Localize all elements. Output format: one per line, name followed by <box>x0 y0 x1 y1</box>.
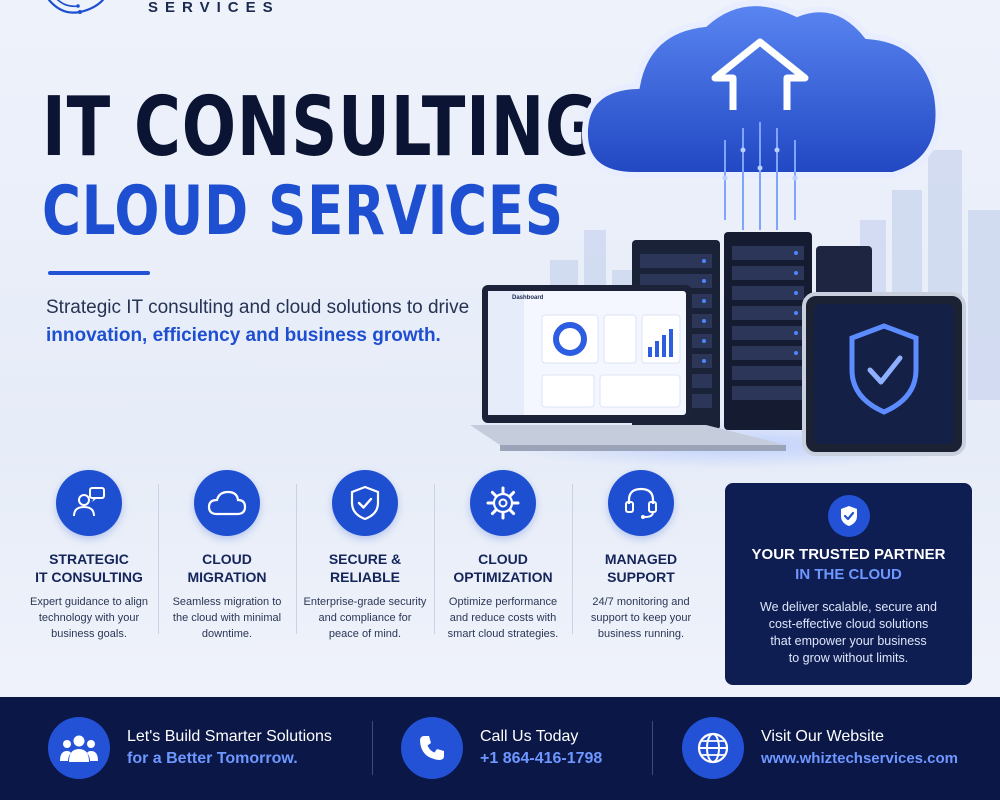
services-row: STRATEGIC IT CONSULTING Expert guidance … <box>20 470 710 660</box>
service-title: STRATEGIC IT CONSULTING <box>35 551 143 585</box>
headline-divider <box>48 271 150 275</box>
shield-check-icon <box>827 495 870 537</box>
globe-icon <box>682 717 744 779</box>
call-label: Call Us Today <box>480 728 579 745</box>
footer-divider <box>652 721 653 775</box>
service-description: 24/7 monitoring and support to keep your… <box>590 596 692 640</box>
laptop-illustration: Dashboard <box>470 285 790 455</box>
footer-call[interactable]: Call Us Today +1 864-416-1798 <box>401 717 602 779</box>
service-description: Expert guidance to align technology with… <box>29 596 149 640</box>
phone-icon <box>401 717 463 779</box>
service-title: SECURE & RELIABLE <box>328 551 402 585</box>
team-icon <box>48 717 110 779</box>
service-description: Optimize performance and reduce costs wi… <box>447 596 559 640</box>
circuit-swirl-logo-icon <box>47 0 105 14</box>
service-managed-support: MANAGED SUPPORT 24/7 monitoring and supp… <box>572 470 710 660</box>
service-description: Seamless migration to the cloud with min… <box>172 596 282 640</box>
cloud-illustration <box>581 0 942 230</box>
cloud-upload-arrow-icon <box>715 44 775 104</box>
headline-line-1: IT CONSULTING <box>42 80 599 175</box>
partner-title-line-2: IN THE CLOUD <box>795 566 902 583</box>
brand: SERVICES <box>40 0 280 20</box>
footer-divider <box>372 721 373 775</box>
intro-plain: Strategic IT consulting and cloud soluti… <box>46 297 470 318</box>
service-title: MANAGED SUPPORT <box>604 551 678 585</box>
tablet-illustration <box>802 292 966 456</box>
website-link[interactable]: www.whiztechservices.com <box>761 750 959 767</box>
service-cloud-migration: CLOUD MIGRATION Seamless migration to th… <box>158 470 296 660</box>
service-cloud-optimization: CLOUD OPTIMIZATION Optimize performance … <box>434 470 572 660</box>
tagline-line-1: Let's Build Smarter Solutions <box>127 728 332 745</box>
footer-tagline: Let's Build Smarter Solutions for a Bett… <box>48 717 332 779</box>
brand-subtitle: SERVICES <box>148 0 280 16</box>
phone-link[interactable]: +1 864-416-1798 <box>480 750 603 767</box>
partner-title-line-1: YOUR TRUSTED PARTNER <box>751 546 946 563</box>
service-title: CLOUD OPTIMIZATION <box>453 551 553 585</box>
laptop-screen-title: Dashboard <box>512 295 544 301</box>
partner-title: YOUR TRUSTED PARTNER IN THE CLOUD <box>725 545 972 585</box>
website-label: Visit Our Website <box>761 728 885 745</box>
partner-description: We deliver scalable, secure and cost-eff… <box>760 600 937 665</box>
service-strategic-consulting: STRATEGIC IT CONSULTING Expert guidance … <box>20 470 158 660</box>
laptop-graphic <box>470 285 786 451</box>
intro-text: Strategic IT consulting and cloud soluti… <box>46 294 486 350</box>
tagline-line-2: for a Better Tomorrow. <box>127 750 298 767</box>
gear-icon <box>470 470 536 536</box>
footer-bar: Let's Build Smarter Solutions for a Bett… <box>0 697 1000 800</box>
service-description: Enterprise-grade security and compliance… <box>303 596 427 640</box>
headset-icon <box>608 470 674 536</box>
headline-line-2: CLOUD SERVICES <box>42 172 564 251</box>
service-title: CLOUD MIGRATION <box>187 551 267 585</box>
service-secure-reliable: SECURE & RELIABLE Enterprise-grade secur… <box>296 470 434 660</box>
trusted-partner-card: YOUR TRUSTED PARTNER IN THE CLOUD We del… <box>725 483 972 685</box>
cloud-icon <box>194 470 260 536</box>
shield-check-icon <box>332 470 398 536</box>
footer-website[interactable]: Visit Our Website www.whiztechservices.c… <box>682 717 958 779</box>
intro-highlight: innovation, efficiency and business grow… <box>46 325 441 346</box>
chat-user-icon <box>56 470 122 536</box>
